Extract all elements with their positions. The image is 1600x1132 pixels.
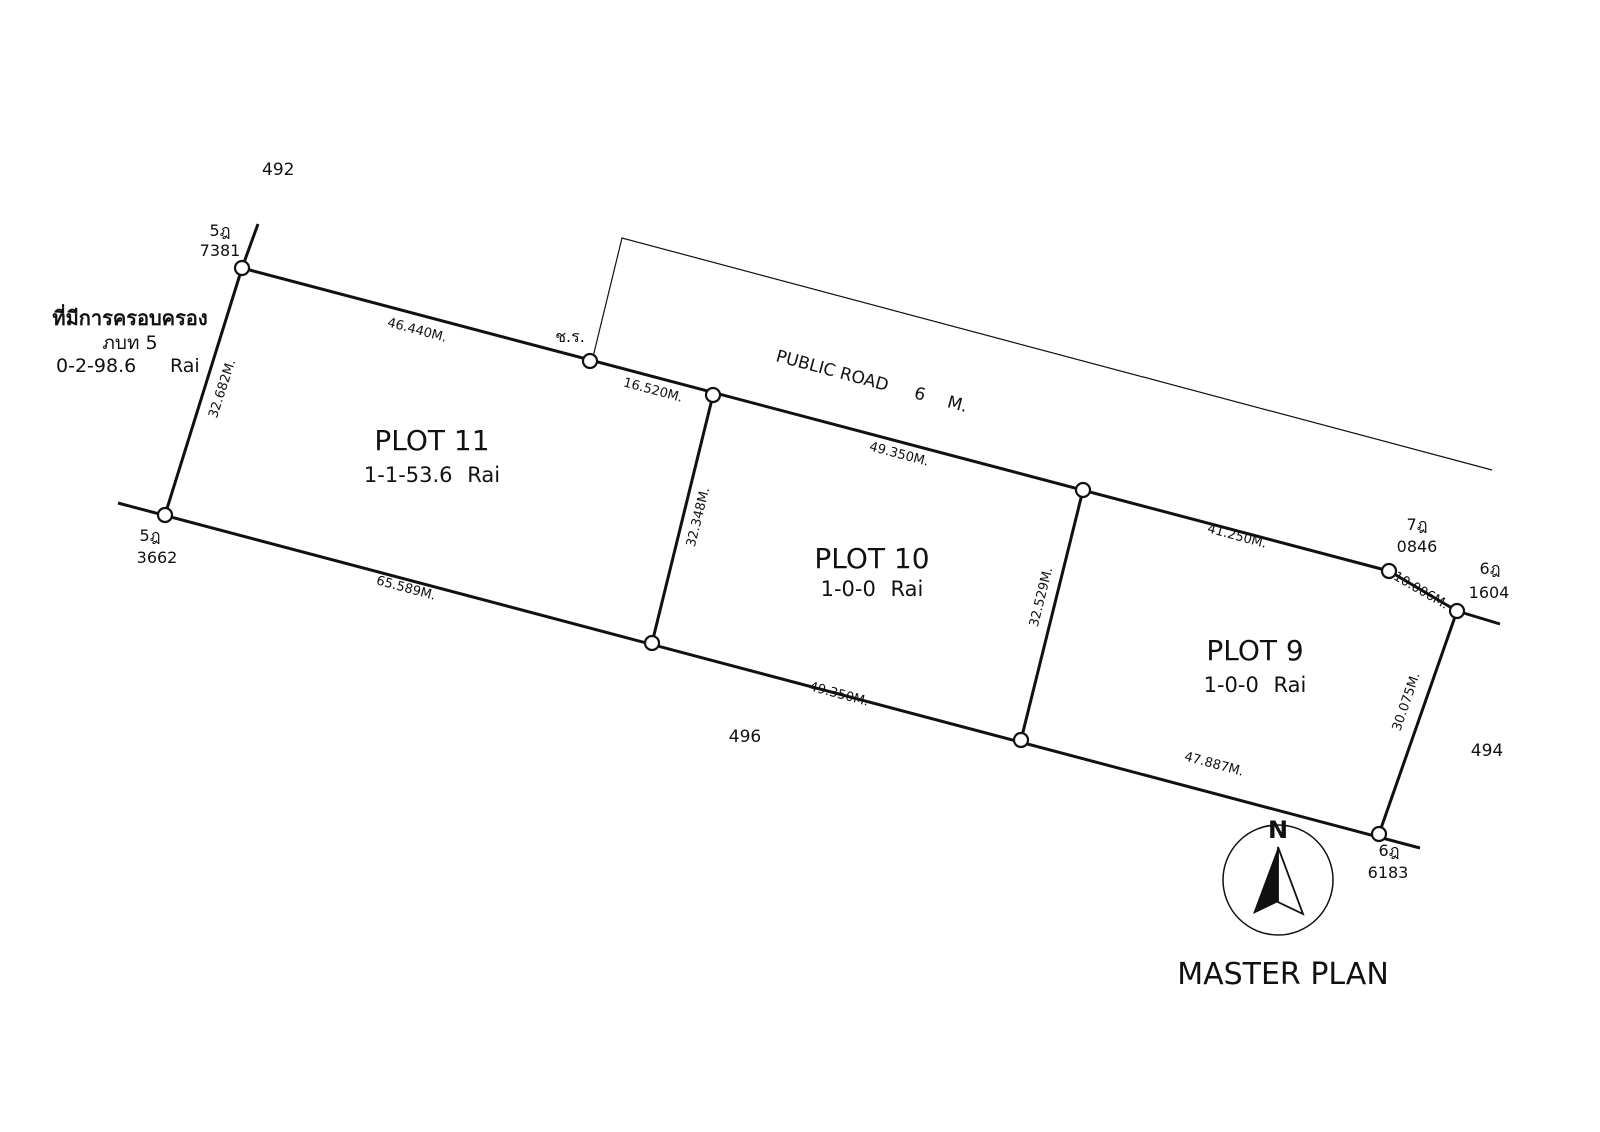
north-arrow-circle [1222, 824, 1334, 936]
road-width: 6 [912, 384, 928, 406]
corner-mark: ช.ร. [555, 327, 585, 346]
adjacent-parcel-north: 492 [262, 160, 294, 180]
marker-prefix: 5ฎ [210, 221, 231, 240]
boundary-east [1377, 610, 1459, 835]
marker-circle[interactable] [1370, 825, 1388, 843]
boundary-west [163, 267, 244, 516]
marker-circle[interactable] [1380, 562, 1398, 580]
road-name: PUBLIC ROAD [774, 347, 891, 396]
dimension-label: 10.006M. [1391, 569, 1451, 612]
adjacent-parcel-south: 496 [729, 727, 761, 747]
adjacent-land-title: ที่มีการครอบครอง [52, 303, 207, 330]
plot-area: 1-1-53.6 Rai [364, 463, 500, 487]
plot-name: PLOT 9 [1206, 634, 1303, 667]
adjacent-land-area-value: 0-2-98.6 [56, 355, 136, 377]
dimension-label: 16.520M. [622, 376, 685, 406]
dimension-label: 47.887M. [1183, 750, 1246, 780]
road-boundary [591, 237, 1493, 471]
marker-circle[interactable] [704, 386, 722, 404]
north-arrow: N [1222, 816, 1334, 936]
dimension-label: 49.350M. [808, 680, 871, 710]
plot-area-value: 1-0-0 [821, 577, 876, 601]
marker-prefix: 6ฎ [1379, 841, 1400, 860]
north-arrow-right-half-icon [1277, 846, 1305, 916]
north-letter: N [1268, 816, 1288, 844]
marker-number: 3662 [137, 548, 178, 567]
boundary-south [117, 501, 1421, 850]
marker-number: 0846 [1397, 537, 1438, 556]
north-arrow-left-half-icon [1253, 847, 1278, 914]
boundary-north-east [1388, 569, 1458, 613]
plot-area-unit: Rai [891, 577, 924, 601]
road-width-unit: M. [945, 392, 970, 417]
plan-title: MASTER PLAN [1177, 957, 1389, 992]
divider-plot11-plot10 [650, 394, 715, 644]
marker-prefix: 7ฎ [1407, 515, 1428, 534]
plot-area-unit: Rai [467, 463, 500, 487]
adjacent-land-area: 0-2-98.6 Rai [56, 355, 200, 377]
dimension-label: 49.350M. [868, 440, 931, 470]
adjacent-land-area-unit: Rai [170, 355, 200, 377]
marker-circle[interactable] [581, 352, 599, 370]
marker-prefix: 6ฎ [1480, 559, 1501, 578]
plot-area-value: 1-1-53.6 [364, 463, 453, 487]
adjacent-parcel-east: 494 [1471, 741, 1503, 761]
marker-number: 1604 [1469, 583, 1510, 602]
dimension-label: 41.250M. [1206, 522, 1269, 552]
road-label: PUBLIC ROAD 6 M. [774, 347, 970, 417]
marker-circle[interactable] [233, 259, 251, 277]
marker-circle[interactable] [156, 506, 174, 524]
plot-area: 1-0-0 Rai [821, 577, 924, 601]
plot-name: PLOT 11 [374, 424, 489, 457]
marker-circle[interactable] [1074, 481, 1092, 499]
marker-circle[interactable] [1012, 731, 1030, 749]
marker-number: 6183 [1368, 863, 1409, 882]
marker-prefix: 5ฎ [140, 526, 161, 545]
plot-area-unit: Rai [1274, 673, 1307, 697]
plot-area: 1-0-0 Rai [1204, 673, 1307, 697]
boundary-north [241, 266, 1390, 573]
plot-area-value: 1-0-0 [1204, 673, 1259, 697]
marker-circle[interactable] [643, 634, 661, 652]
plot-name: PLOT 10 [814, 542, 929, 575]
marker-circle[interactable] [1448, 602, 1466, 620]
survey-markers [156, 259, 1466, 843]
marker-number: 7381 [200, 241, 241, 260]
adjacent-land-doc: ภบท 5 [102, 332, 157, 354]
divider-plot10-plot9 [1019, 489, 1085, 741]
